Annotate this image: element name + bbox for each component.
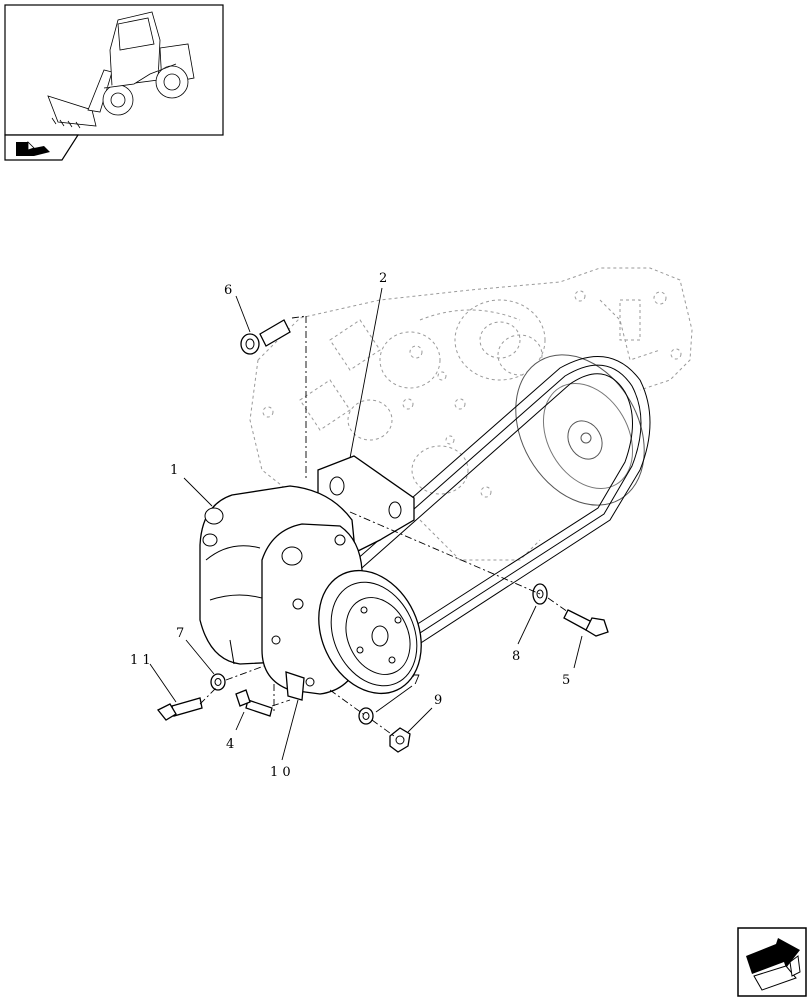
assembly-lines xyxy=(199,315,569,737)
callout-4: 4 xyxy=(226,737,234,752)
bolt-11 xyxy=(156,697,203,721)
callout-5: 5 xyxy=(562,673,570,688)
folded-page-arrow-icon[interactable] xyxy=(16,141,50,156)
wheel-loader-icon xyxy=(47,11,195,129)
callout-10: 1 0 xyxy=(270,765,291,780)
callout-1: 1 xyxy=(170,463,178,478)
crank-pulley xyxy=(515,354,645,506)
bolt-4 xyxy=(235,689,273,717)
callout-11: 1 1 xyxy=(130,653,151,668)
callouts: 1 2 4 5 6 7 7 8 9 1 0 1 1 xyxy=(130,271,570,780)
callout-8: 8 xyxy=(512,649,520,664)
callout-7a: 7 xyxy=(176,626,184,641)
washer-7-left xyxy=(210,673,226,691)
bolt-6 xyxy=(240,319,291,355)
thumbnail-panel xyxy=(4,4,224,161)
nut-9 xyxy=(389,727,411,753)
washer-7-right xyxy=(358,707,374,725)
callout-9: 9 xyxy=(434,693,442,708)
callout-7b: 7 xyxy=(412,673,420,688)
compressor-pulley xyxy=(318,569,422,695)
leader-lines xyxy=(149,287,583,761)
engine-ghost-outline xyxy=(249,267,693,561)
bolt-5 xyxy=(563,609,609,637)
callout-6: 6 xyxy=(224,283,232,298)
callout-2: 2 xyxy=(379,271,387,286)
next-page-arrow-icon[interactable] xyxy=(737,927,807,997)
